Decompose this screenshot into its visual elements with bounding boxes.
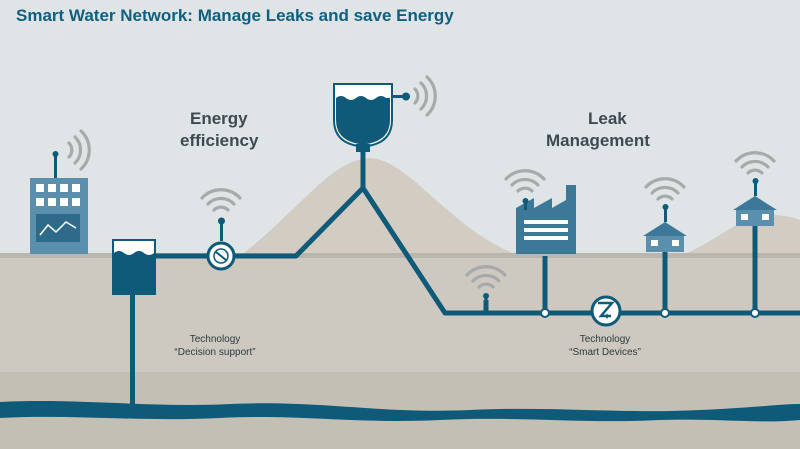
pipe-junctions xyxy=(540,308,760,318)
tech-right-line2: “Smart Devices” xyxy=(569,347,641,358)
flow-meter-icon xyxy=(206,217,236,271)
pipe-sensor-icon xyxy=(483,293,489,304)
factory-icon xyxy=(516,185,576,254)
pipe-distribution xyxy=(360,186,800,316)
ground-tank-icon xyxy=(112,239,156,295)
tech-left-line1: Technology xyxy=(189,334,241,345)
technology-smart-devices-label: Technology “Smart Devices” xyxy=(540,333,670,359)
leak-management-label: Leak Management xyxy=(546,108,650,152)
well-pipe xyxy=(130,290,135,406)
tech-left-line2: “Decision support” xyxy=(174,347,256,358)
house-icon xyxy=(643,204,687,252)
junction-node xyxy=(750,308,760,318)
ground-surface xyxy=(0,253,800,258)
page-title: Smart Water Network: Manage Leaks and sa… xyxy=(16,6,454,25)
office-building-icon xyxy=(30,151,88,254)
leak-label-line1: Leak xyxy=(588,109,627,128)
tech-right-line1: Technology xyxy=(579,334,631,345)
junction-node xyxy=(540,308,550,318)
junction-node xyxy=(660,308,670,318)
technology-decision-support-label: Technology “Decision support” xyxy=(150,333,280,359)
energy-label-line2: efficiency xyxy=(180,131,259,150)
leak-label-line2: Management xyxy=(546,131,650,150)
hill-center xyxy=(240,158,520,256)
house-icon xyxy=(733,178,777,226)
smart-device-icon xyxy=(590,295,622,327)
water-tower-icon xyxy=(333,83,410,152)
groundwater-aquifer xyxy=(0,401,800,422)
energy-efficiency-label: Energy efficiency xyxy=(180,108,258,152)
energy-label-line1: Energy xyxy=(190,109,248,128)
